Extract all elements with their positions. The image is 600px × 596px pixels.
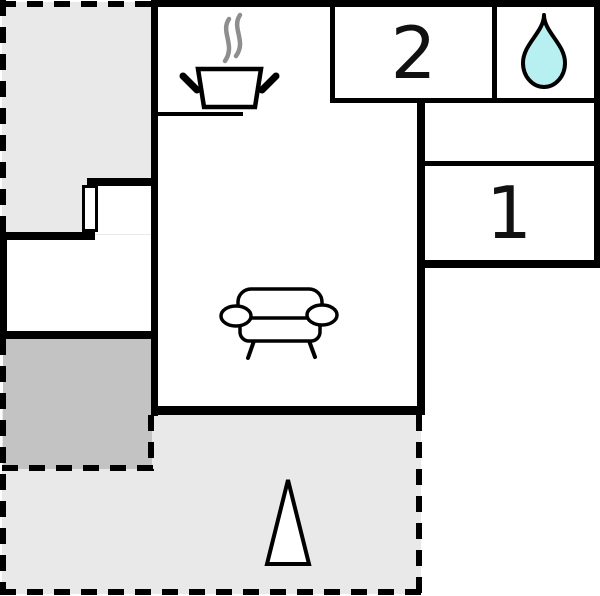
wall-room1-bottom xyxy=(417,260,600,268)
wall-hall-left xyxy=(0,232,7,339)
dashed-border-storage-bottom xyxy=(2,465,153,471)
wall-right xyxy=(594,0,600,268)
sofa-seat xyxy=(238,316,322,343)
room-1-number: 1 xyxy=(486,171,532,255)
conifer-tree-icon xyxy=(264,479,312,566)
wall-main-bottom xyxy=(151,406,425,415)
dashed-border-top xyxy=(0,1,153,7)
wall-hall-bottom xyxy=(0,331,158,339)
pot-handle-right xyxy=(258,72,280,94)
steam-wisp-right xyxy=(233,12,243,59)
cooking-pot-icon xyxy=(179,12,280,110)
tree-shape xyxy=(264,479,312,566)
entry-notch xyxy=(95,183,153,234)
storage-area xyxy=(3,335,152,469)
wall-left-spine xyxy=(151,0,158,416)
steam-wisp-left xyxy=(222,16,232,64)
sofa-armrest-right xyxy=(305,303,339,327)
pot-handle-left xyxy=(179,72,201,94)
water-drop-icon xyxy=(521,13,567,89)
sofa-armrest-left xyxy=(219,304,253,328)
room-1-label: 1 xyxy=(424,168,594,258)
dashed-border-terrace-right xyxy=(416,415,422,595)
wall-top xyxy=(151,0,600,7)
dashed-border-storage-right xyxy=(148,415,154,471)
room-2-label: 2 xyxy=(335,6,492,100)
partition-below-top-rooms xyxy=(330,98,594,103)
wall-notch-top xyxy=(87,178,158,186)
kitchen-counter-line xyxy=(158,112,243,116)
wall-main-right xyxy=(417,100,425,415)
sofa-icon xyxy=(219,287,339,360)
pot-body xyxy=(195,66,264,110)
dashed-border-bottom xyxy=(0,589,421,595)
door-leaf xyxy=(82,185,98,232)
dashed-border-left-upper xyxy=(0,0,6,233)
wall-hall-top xyxy=(0,232,95,240)
partition-room1-top xyxy=(419,161,594,166)
entry-hall xyxy=(5,236,152,333)
partition-room2-bathroom xyxy=(492,4,497,103)
room-2-number: 2 xyxy=(390,11,437,95)
partition-room2-left xyxy=(330,4,335,103)
water-drop-shape xyxy=(521,13,567,89)
